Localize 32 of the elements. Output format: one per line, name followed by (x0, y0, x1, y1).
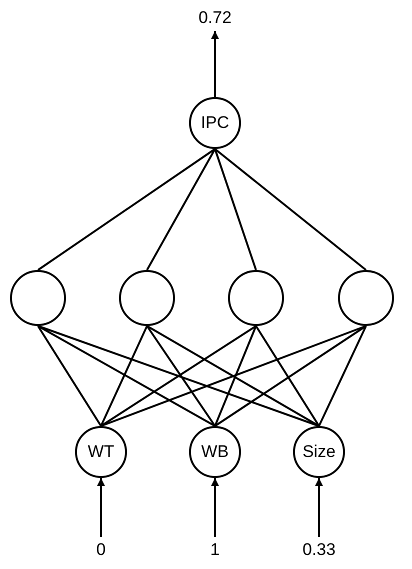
value-label: 0.72 (193, 7, 237, 29)
value-label: 0.33 (297, 539, 341, 561)
connection-line (214, 148, 367, 271)
connection-line (318, 326, 367, 426)
value-label: 1 (200, 539, 230, 561)
connection-line (100, 325, 366, 427)
input-neuron (189, 426, 241, 478)
connection-line (100, 326, 148, 426)
connection-line (37, 325, 102, 427)
neuron-label: Size (302, 442, 336, 462)
connection-line (146, 325, 216, 427)
connection-line (37, 148, 216, 271)
connection-line (214, 326, 257, 426)
input-neuron (293, 426, 345, 478)
neuron-label: WT (88, 442, 114, 462)
connection-line (38, 325, 216, 427)
connection-line (38, 325, 320, 427)
neuron-label: WB (201, 442, 229, 462)
output-neuron (189, 97, 241, 149)
connection-line (146, 148, 216, 270)
arrow (211, 478, 219, 537)
value-label: 0 (86, 539, 116, 561)
connection-line (100, 325, 257, 427)
arrow (315, 478, 323, 537)
input-neuron (75, 426, 127, 478)
arrow (97, 478, 105, 537)
neuron-label: IPC (200, 113, 230, 133)
connection-line (255, 325, 320, 427)
connection-line (214, 325, 367, 427)
arrow (211, 31, 219, 97)
connection-line (146, 325, 320, 427)
connection-line (214, 148, 257, 270)
